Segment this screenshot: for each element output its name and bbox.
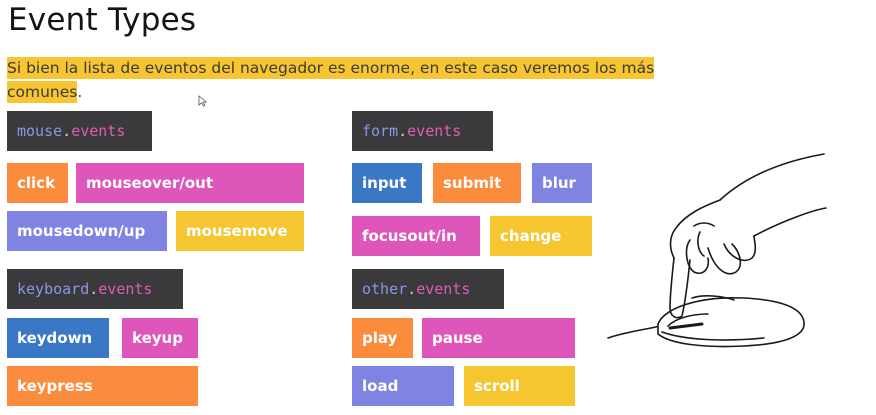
hand-on-mouse-icon	[607, 153, 827, 348]
other-events-code-label: other.events	[352, 269, 504, 309]
code-dot: .	[62, 122, 72, 140]
event-chip-click: click	[7, 163, 68, 203]
event-chip-mousedown-up: mousedown/up	[7, 211, 167, 251]
code-property: events	[71, 122, 126, 140]
code-dot: .	[398, 122, 408, 140]
event-chip-scroll: scroll	[464, 366, 575, 406]
event-chip-mousemove: mousemove	[176, 211, 304, 251]
subtitle-highlight: Si bien la lista de eventos del navegado…	[7, 57, 655, 103]
event-chip-focusout-in: focusout/in	[352, 216, 480, 256]
code-dot: .	[407, 280, 417, 298]
code-property: events	[98, 280, 153, 298]
event-chip-mouseover-out: mouseover/out	[76, 163, 304, 203]
event-chip-keypress: keypress	[7, 366, 198, 406]
code-object: mouse	[17, 122, 63, 140]
subtitle-tail: .	[77, 83, 83, 101]
mouse-events-code-label: mouse.events	[7, 111, 152, 151]
code-property: events	[407, 122, 462, 140]
slide-title: Event Types	[8, 2, 197, 38]
code-object: keyboard	[17, 280, 90, 298]
event-chip-input: input	[352, 163, 422, 203]
event-chip-play: play	[352, 318, 413, 358]
event-chip-pause: pause	[422, 318, 575, 358]
event-chip-load: load	[352, 366, 454, 406]
keyboard-events-code-label: keyboard.events	[7, 269, 183, 309]
event-chip-keydown: keydown	[7, 318, 109, 358]
form-events-code-label: form.events	[352, 111, 493, 151]
event-chip-change: change	[490, 216, 592, 256]
slide-subtitle: Si bien la lista de eventos del navegado…	[7, 56, 727, 104]
event-chip-submit: submit	[433, 163, 521, 203]
code-property: events	[416, 280, 471, 298]
event-chip-blur: blur	[532, 163, 592, 203]
mouse-pointer-icon	[198, 95, 208, 107]
code-object: other	[362, 280, 408, 298]
event-chip-keyup: keyup	[122, 318, 198, 358]
code-dot: .	[89, 280, 99, 298]
code-object: form	[362, 122, 399, 140]
